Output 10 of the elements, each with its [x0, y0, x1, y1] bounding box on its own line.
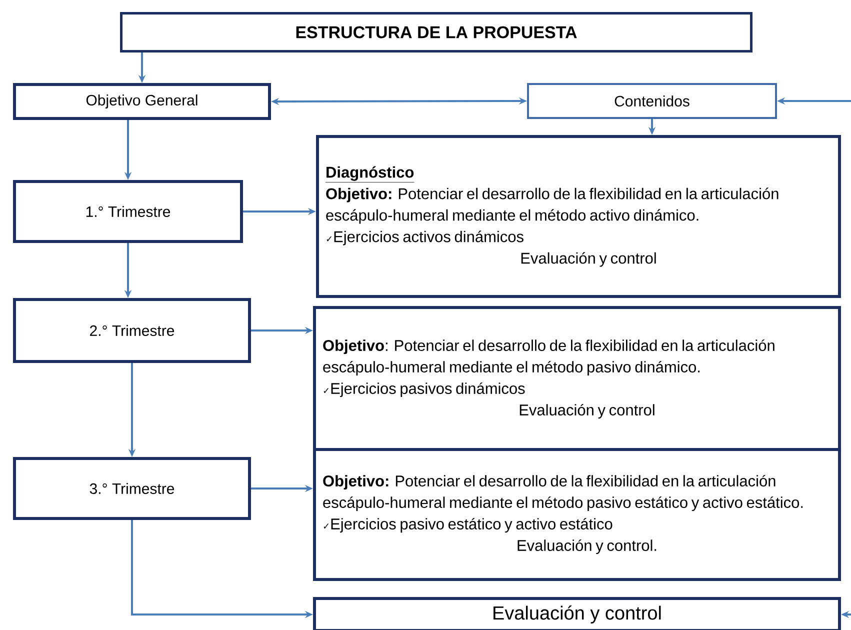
- process-box: Objetivo General: [13, 83, 271, 120]
- process-box: Evaluación y control: [313, 597, 841, 630]
- title-box: ESTRUCTURA DE LA PROPUESTA: [120, 12, 752, 52]
- process-box: 3.° Trimestre: [13, 457, 251, 520]
- content-box: Objetivo: Potenciar el desarrollo de la flexibilidad en la articulación escápulo-humeral mediante el método pasivo dinámico. ✓Ejercicios pasivos dinámicos Evaluación y control: [313, 306, 841, 452]
- process-box: 2.° Trimestre: [13, 298, 251, 363]
- process-box: Contenidos: [527, 83, 777, 119]
- content-box: Diagnóstico Objetivo: Potenciar el desarrollo de la flexibilidad en la articulación escápulo-humeral mediante el método activo dinámico. ✓Ejercicios activos dinámicos Evaluación y control: [316, 135, 841, 298]
- content-box: Objetivo: Potenciar el desarrollo de la flexibilidad en la articulación escápulo-humeral mediante el método pasivo estático y activo estático. ✓Ejercicios pasivo estático y activo estático Evaluación y control.: [313, 448, 841, 581]
- process-box: 1.° Trimestre: [13, 180, 243, 243]
